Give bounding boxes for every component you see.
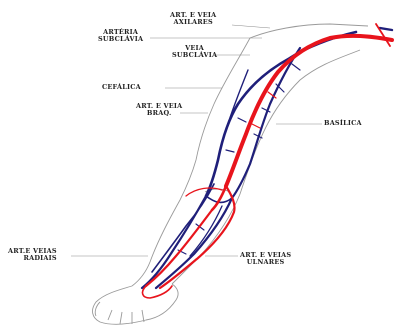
label-subclavia-arteria: ARTÉRIA SUBCLÁVIA: [98, 29, 143, 43]
veins: [142, 32, 356, 288]
label-ulnares: ART. E VEIAS ULNARES: [240, 252, 291, 266]
label-basilica-text: BASÍLICA: [324, 120, 362, 127]
label-braquiais: ART. E VEIA BRAQ.: [136, 103, 182, 117]
label-cefalica: CEFÁLICA: [102, 84, 141, 91]
label-subclavia-veia-line2: SUBCLÁVIA: [172, 52, 217, 59]
label-braquiais-line2: BRAQ.: [136, 110, 182, 117]
label-axilares-line2: AXILARES: [170, 19, 216, 26]
label-subclavia-arteria-line2: SUBCLÁVIA: [98, 36, 143, 43]
subclavian-vessels: [376, 24, 392, 46]
label-leaders: [71, 25, 322, 256]
label-radiais-line2: RADIAIS: [8, 255, 57, 262]
label-ulnares-line2: ULNARES: [240, 259, 291, 266]
label-radiais: ART.E VEIAS RADIAIS: [8, 248, 57, 262]
label-cefalica-text: CEFÁLICA: [102, 84, 141, 91]
label-subclavia-veia: VEIA SUBCLÁVIA: [172, 45, 217, 59]
label-axilares: ART. E VEIA AXILARES: [170, 12, 216, 26]
label-basilica: BASÍLICA: [324, 120, 362, 127]
